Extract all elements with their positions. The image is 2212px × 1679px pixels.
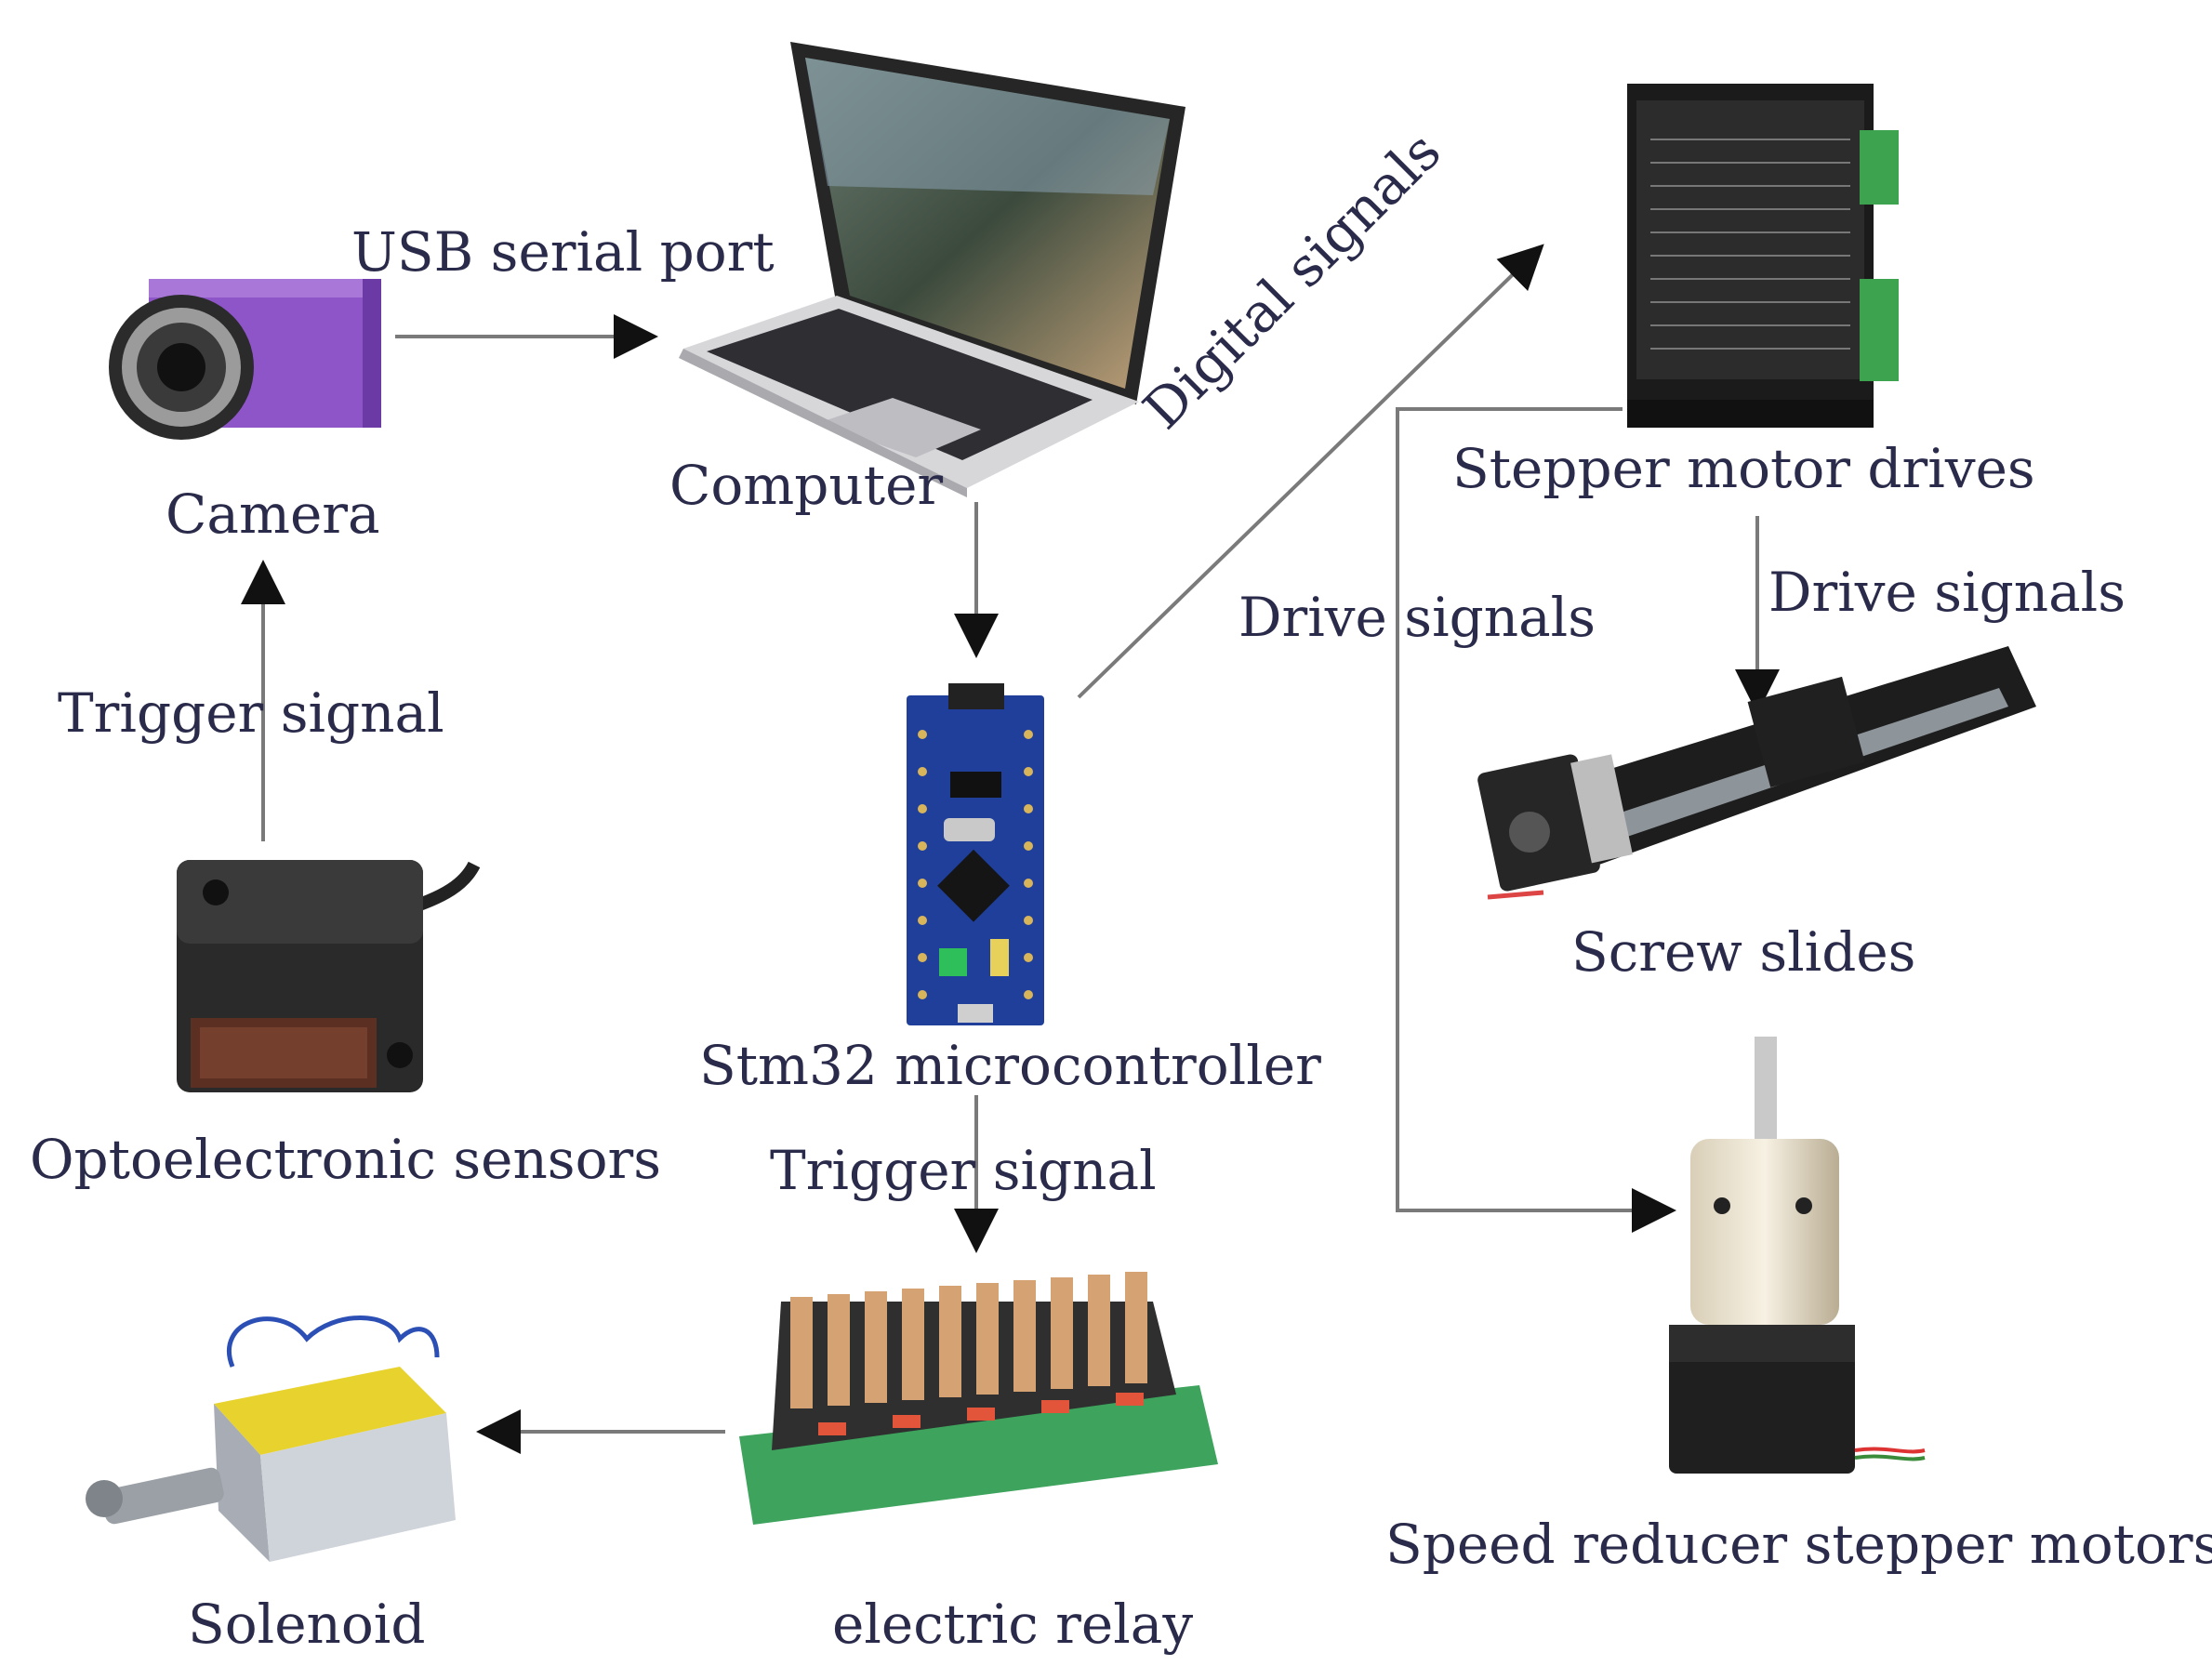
stepper-drives-image	[1627, 84, 1899, 428]
connectors	[241, 244, 1780, 1454]
arrow-drives-to-reducer	[1396, 407, 1676, 1233]
arrow-stm32-to-drives	[1077, 244, 1544, 699]
label-usb-serial-port: USB serial port	[351, 220, 775, 284]
speed-reducer-motor-image	[1669, 1037, 1926, 1474]
label-drive-signals-left: Drive signals	[1238, 586, 1596, 649]
label-drive-signals-right: Drive signals	[1768, 561, 2126, 624]
stm32-image	[907, 683, 1044, 1025]
computer-image	[679, 42, 1185, 497]
label-trigger-signal-left: Trigger signal	[58, 681, 444, 745]
label-screw-slides: Screw slides	[1571, 920, 1916, 984]
solenoid-image	[86, 1315, 456, 1562]
label-electric-relay: electric relay	[832, 1593, 1194, 1656]
relay-image	[739, 1272, 1218, 1525]
label-trigger-signal-mid: Trigger signal	[770, 1139, 1157, 1202]
camera-image	[109, 279, 381, 440]
label-optoelectronic-sensors: Optoelectronic sensors	[30, 1128, 661, 1191]
label-solenoid: Solenoid	[188, 1593, 426, 1656]
label-speed-reducer-stepper-motors: Speed reducer stepper motors	[1385, 1513, 2212, 1576]
label-stm32-microcontroller: Stm32 microcontroller	[699, 1034, 1321, 1097]
optoelectronic-sensor-image	[177, 860, 481, 1092]
label-stepper-motor-drives: Stepper motor drives	[1452, 437, 2035, 500]
screw-slides-image	[1477, 646, 2036, 900]
label-computer: Computer	[669, 454, 944, 517]
label-camera: Camera	[166, 483, 380, 546]
